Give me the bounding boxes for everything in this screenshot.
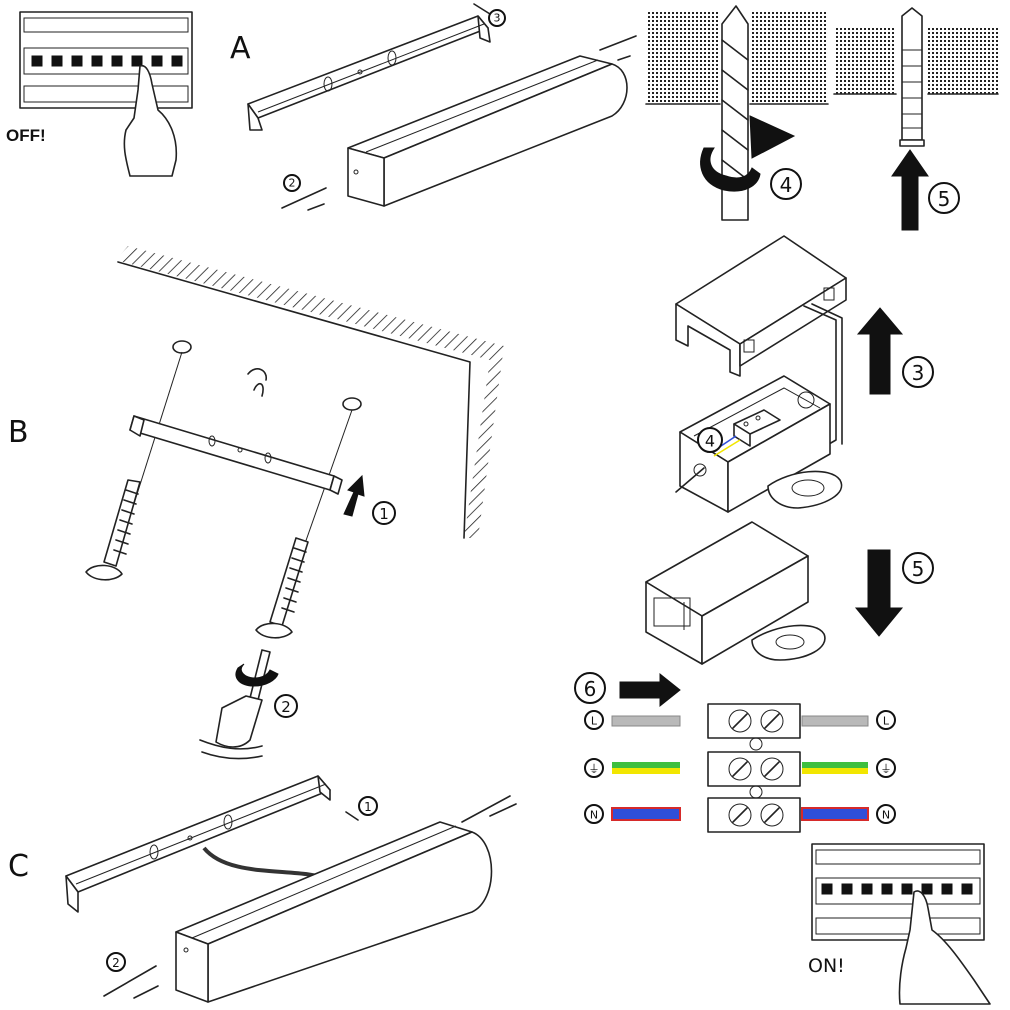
step-badge-wiring: 6 <box>574 672 606 704</box>
earth-wire-left-green <box>612 762 680 768</box>
section-b-letter: B <box>8 415 29 450</box>
svg-text:L: L <box>883 715 890 728</box>
hand-icon <box>123 64 178 177</box>
mounting-bracket-c <box>65 775 331 913</box>
wall-hole-icon <box>172 340 362 411</box>
svg-text:⏚: ⏚ <box>589 763 600 776</box>
screw-icon <box>345 811 359 821</box>
step-badge-c-1: 1 <box>358 796 378 816</box>
step-badge-c-2: 2 <box>106 952 126 972</box>
terminal-block-neutral <box>707 797 801 833</box>
step-badge-anchor: 5 <box>928 182 960 214</box>
earth-wire-left-yellow <box>612 768 680 774</box>
arrow-up-icon <box>343 474 365 517</box>
hand-icon <box>898 890 991 1005</box>
svg-text:3: 3 <box>494 12 501 25</box>
live-symbol-right: L <box>876 710 896 730</box>
live-wire-right <box>801 715 869 727</box>
neutral-symbol-left: N <box>584 804 604 824</box>
earth-symbol-right: ⏚ <box>876 758 896 778</box>
neutral-wire-left <box>611 807 681 821</box>
wiring-row-earth: ⏚ ⏚ <box>584 758 896 778</box>
section-a-letter: A <box>230 31 251 66</box>
svg-text:5: 5 <box>938 187 951 211</box>
step-badge-box-close: 5 <box>902 552 934 584</box>
wall-cross-section-drill <box>645 10 829 105</box>
lamp-body-c <box>175 821 493 1003</box>
svg-text:N: N <box>882 809 890 822</box>
svg-text:⏚: ⏚ <box>881 763 892 776</box>
screw-icon <box>473 3 491 15</box>
terminal-block-icon <box>733 409 781 447</box>
wiring-row-live: L L <box>584 710 896 730</box>
step-badge-box-wire: 4 <box>697 427 723 453</box>
screw-right-icon <box>255 537 309 639</box>
breaker-on-text: ON! <box>808 955 845 977</box>
end-screw-right-a <box>599 35 637 61</box>
breaker-off-text: OFF! <box>6 126 46 145</box>
svg-text:4: 4 <box>705 432 715 451</box>
earth-wire-right-yellow <box>802 768 868 774</box>
svg-text:1: 1 <box>379 505 389 523</box>
mounting-tab-icon <box>767 470 843 509</box>
lamp-body-a <box>347 55 628 207</box>
screw-left-icon <box>85 479 141 581</box>
svg-text:5: 5 <box>912 557 925 581</box>
step-badge-box-open: 3 <box>902 356 934 388</box>
arrow-up-icon <box>891 149 929 231</box>
svg-text:3: 3 <box>912 361 925 385</box>
wall-cross-section-anchor <box>833 28 999 95</box>
svg-text:2: 2 <box>112 956 120 970</box>
earth-symbol-left: ⏚ <box>584 758 604 778</box>
section-c-letter: C <box>8 849 29 884</box>
end-screw-left-c <box>103 965 159 999</box>
mounting-bracket-b <box>129 415 343 495</box>
svg-text:4: 4 <box>780 173 793 197</box>
arrow-down-icon <box>854 549 904 637</box>
step-badge-b-2: 2 <box>274 694 298 718</box>
breaker-switch-row <box>23 17 189 103</box>
rotation-arrow-icon <box>700 115 796 192</box>
svg-text:2: 2 <box>289 177 296 190</box>
breaker-off-illustration: OFF! <box>6 11 193 177</box>
cable-icon <box>247 368 267 397</box>
junction-box-closed <box>645 521 826 665</box>
svg-text:1: 1 <box>364 800 372 814</box>
arrow-right-icon <box>619 672 681 708</box>
junction-box-lid <box>675 235 847 377</box>
svg-text:L: L <box>591 715 598 728</box>
terminal-block-earth <box>707 751 801 799</box>
mounting-bracket-a <box>247 15 491 131</box>
step-badge-a-2: 2 <box>283 174 301 192</box>
rotation-arrow-icon <box>235 663 279 687</box>
wall-plug-icon <box>899 7 925 147</box>
step-badge-b-1: 1 <box>372 501 396 525</box>
svg-text:2: 2 <box>281 698 291 716</box>
terminal-block-live <box>707 703 801 751</box>
arrow-up-icon <box>856 307 904 395</box>
live-symbol-left: L <box>584 710 604 730</box>
live-wire-left <box>611 715 681 727</box>
neutral-wire-right <box>801 807 869 821</box>
end-screw-right-c <box>461 795 517 823</box>
neutral-symbol-right: N <box>876 804 896 824</box>
svg-text:N: N <box>590 809 598 822</box>
step-badge-drill: 4 <box>770 168 802 200</box>
step-badge-a-1: 3 <box>488 9 506 27</box>
screwdriver-icon <box>199 649 271 760</box>
breaker-on-illustration: ON! <box>808 843 991 1005</box>
earth-wire-right-green <box>802 762 868 768</box>
end-screw-left-a <box>281 187 327 211</box>
svg-text:6: 6 <box>584 677 597 701</box>
wiring-row-neutral: N N <box>584 804 896 824</box>
wall-corner <box>116 246 504 539</box>
